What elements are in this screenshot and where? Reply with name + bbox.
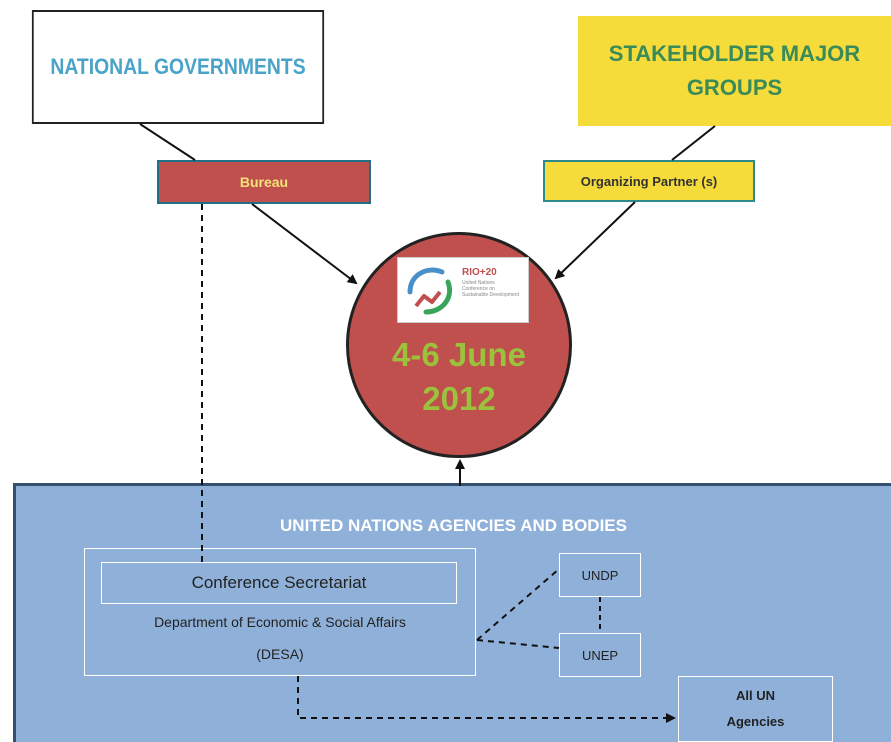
national-governments-box: NATIONAL GOVERNMENTS xyxy=(31,10,325,124)
logo-subtitle: United Nations Conference on Sustainable… xyxy=(462,280,519,298)
conference-secretariat-label: Conference Secretariat xyxy=(191,573,367,592)
bureau-label: Bureau xyxy=(239,174,289,190)
conference-dates: 4-6 June 2012 xyxy=(349,333,569,421)
bureau-to-conference-arrow xyxy=(251,203,358,285)
undp-label: UNDP xyxy=(581,567,619,583)
desa-box xyxy=(84,548,476,676)
conference-circle: RIO+20 United Nations Conference on Sust… xyxy=(346,232,572,458)
logo-title: RIO+20 xyxy=(462,267,497,278)
stakeholder-label-line1: STAKEHOLDER MAJOR xyxy=(608,41,861,66)
desa-label-line2: (DESA) xyxy=(256,646,304,662)
desa-label: Department of Economic & Social Affairs … xyxy=(84,606,476,670)
unep-label: UNEP xyxy=(581,647,619,663)
all-un-agencies-box: All UN Agencies xyxy=(678,676,833,742)
conference-dates-line2: 2012 xyxy=(422,380,496,417)
bureau-box: Bureau xyxy=(157,160,371,204)
globe-logo-icon xyxy=(407,267,452,315)
un-panel-title: UNITED NATIONS AGENCIES AND BODIES xyxy=(280,516,627,535)
gov-to-bureau-line xyxy=(139,123,196,161)
rio20-logo: RIO+20 United Nations Conference on Sust… xyxy=(397,257,529,323)
partner-to-conference-arrow xyxy=(554,201,636,280)
unep-box: UNEP xyxy=(559,633,641,677)
stakeholder-major-groups-box: STAKEHOLDER MAJOR GROUPS xyxy=(578,16,891,126)
organizing-partner-label: Organizing Partner (s) xyxy=(580,173,718,189)
all-un-label-line2: Agencies xyxy=(726,714,785,729)
organizing-partner-box: Organizing Partner (s) xyxy=(543,160,755,202)
stakeholder-to-partner-line xyxy=(671,125,716,161)
conference-secretariat-box: Conference Secretariat xyxy=(101,562,457,604)
stakeholder-label-line2: GROUPS xyxy=(686,75,783,100)
all-un-label-line1: All UN xyxy=(736,688,775,703)
undp-box: UNDP xyxy=(559,553,641,597)
desa-label-line1: Department of Economic & Social Affairs xyxy=(154,614,406,630)
conference-dates-line1: 4-6 June xyxy=(392,336,526,373)
national-governments-label: NATIONAL GOVERNMENTS xyxy=(50,54,306,79)
